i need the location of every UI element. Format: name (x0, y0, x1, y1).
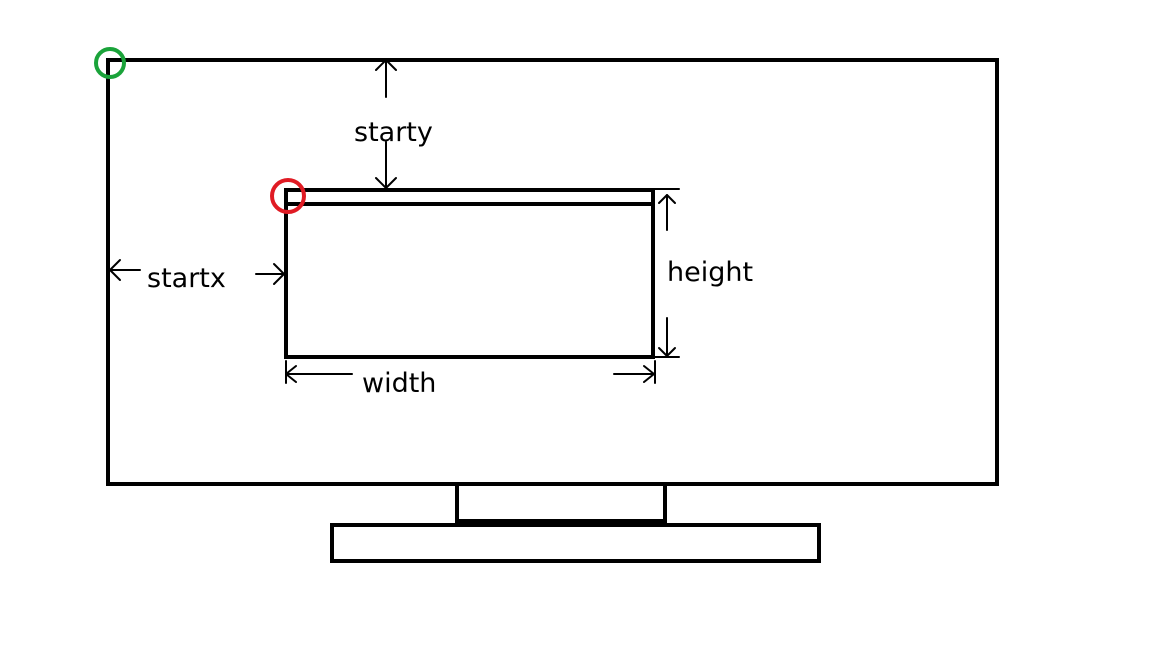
height-label: height (667, 257, 753, 288)
monitor-base (330, 523, 821, 563)
starty-arrow (375, 59, 397, 189)
screen-origin-marker (94, 47, 126, 79)
startx-arrow (109, 259, 285, 285)
startx-label: startx (147, 263, 226, 294)
window-frame (284, 188, 655, 359)
width-label: width (362, 368, 436, 399)
height-arrow (654, 188, 680, 358)
monitor-screen (106, 58, 999, 486)
monitor-neck (455, 482, 667, 523)
starty-label: starty (354, 117, 433, 148)
width-arrow (285, 360, 656, 384)
window-origin-marker (270, 178, 306, 214)
